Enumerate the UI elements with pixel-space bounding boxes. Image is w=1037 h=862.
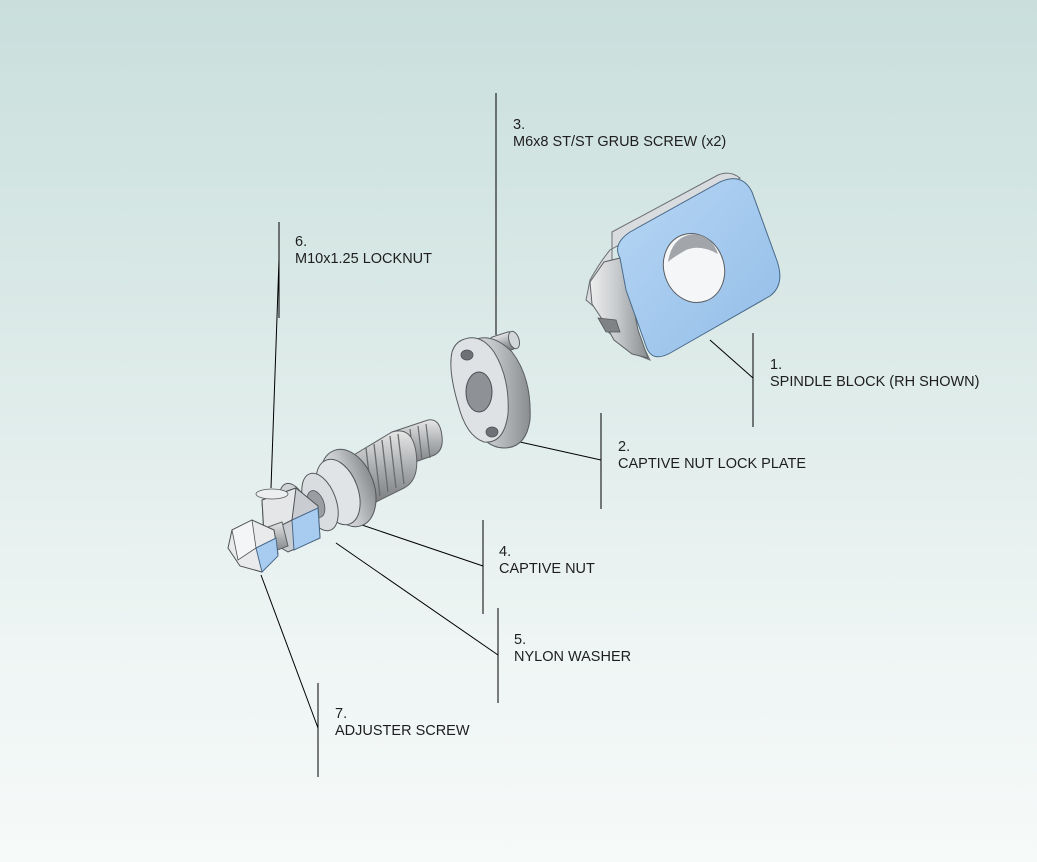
locknut-part xyxy=(255,482,321,553)
callout-number: 7. xyxy=(335,706,348,722)
callout-label: CAPTIVE NUT LOCK PLATE xyxy=(618,456,807,472)
callout-number: 3. xyxy=(513,117,526,133)
callout-number: 5. xyxy=(514,632,527,648)
callout-number: 4. xyxy=(499,544,512,560)
callout-locknut: 6. M10x1.25 LOCKNUT xyxy=(295,234,432,268)
lock-plate-part xyxy=(450,337,531,449)
callout-spindle-block: 1. SPINDLE BLOCK (RH SHOWN) xyxy=(770,357,979,391)
adjuster-screw-part xyxy=(227,519,289,573)
callout-label: SPINDLE BLOCK (RH SHOWN) xyxy=(770,374,980,390)
callout-label: M10x1.25 LOCKNUT xyxy=(295,251,432,267)
callout-label: CAPTIVE NUT xyxy=(499,561,595,577)
callout-nylon-washer: 5. NYLON WASHER xyxy=(514,632,631,666)
callout-captive-nut: 4. CAPTIVE NUT xyxy=(499,544,595,578)
callout-number: 6. xyxy=(295,234,308,250)
callout-adjuster-screw: 7. ADJUSTER SCREW xyxy=(335,706,470,740)
callout-number: 2. xyxy=(618,439,631,455)
spindle-block-part xyxy=(585,172,781,361)
callout-label: NYLON WASHER xyxy=(514,649,632,665)
callout-captive-nut-lock-plate: 2. CAPTIVE NUT LOCK PLATE xyxy=(618,439,806,473)
callout-label: M6x8 ST/ST GRUB SCREW (x2) xyxy=(513,134,727,150)
leader-lines xyxy=(260,93,754,777)
callout-number: 1. xyxy=(770,357,783,373)
callout-grub-screw: 3. M6x8 ST/ST GRUB SCREW (x2) xyxy=(513,117,726,151)
callout-label: ADJUSTER SCREW xyxy=(335,723,470,739)
